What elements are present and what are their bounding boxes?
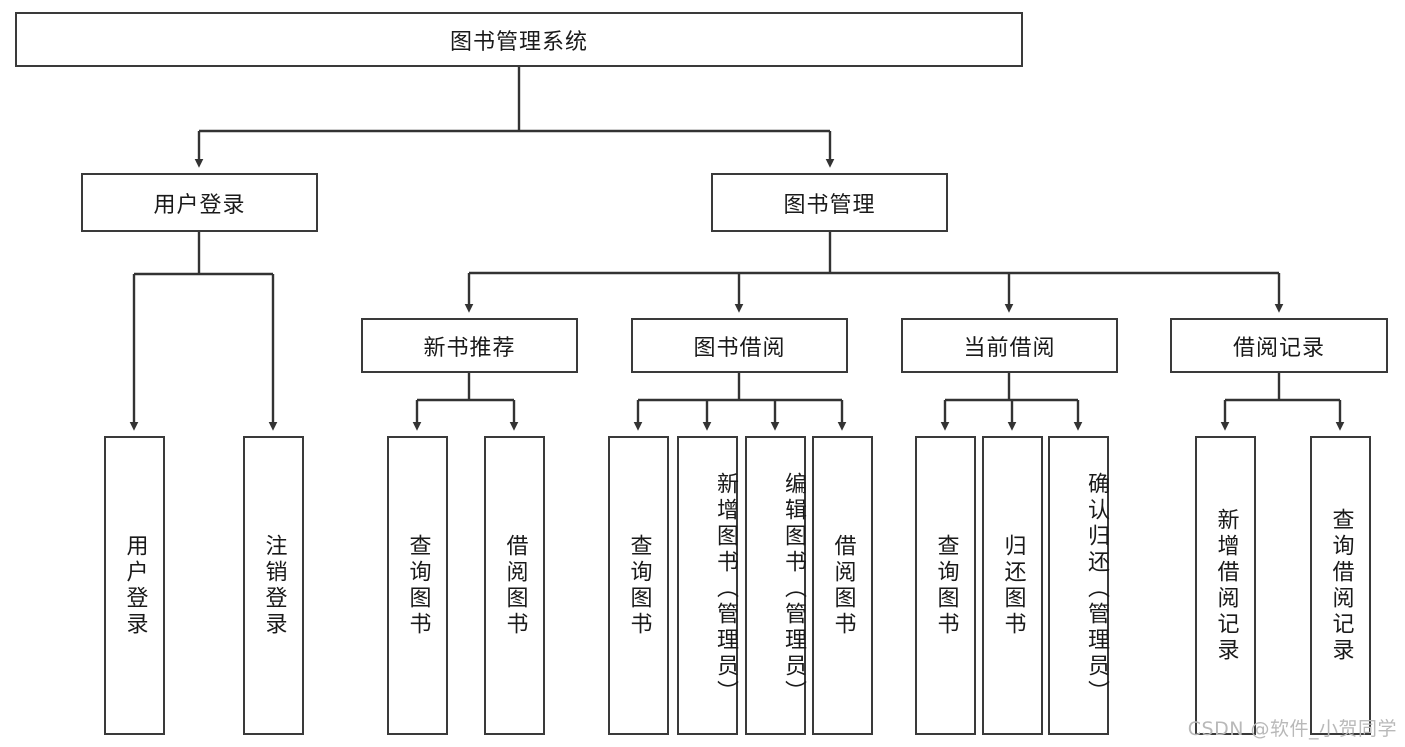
node-user-login-label: 用户登录 [153,192,246,218]
leaf-query-record[interactable]: 查询借阅记录 [1310,436,1371,735]
leaf-user-logout[interactable]: 注销登录 [243,436,304,735]
leaf-query-book-3[interactable]: 查询图书 [915,436,976,735]
leaf-add-book[interactable]: 新增图书（管理员） [677,436,738,735]
node-root-label: 图书管理系统 [449,29,588,55]
node-current-borrow[interactable]: 当前借阅 [901,318,1118,373]
leaf-borrow-book-2[interactable]: 借阅图书 [812,436,873,735]
leaf-query-book-2[interactable]: 查询图书 [608,436,669,735]
leaf-edit-book-label: 编辑图书（管理员） [781,471,806,706]
leaf-query-book-1[interactable]: 查询图书 [387,436,448,735]
leaf-query-book-1-label: 查询图书 [405,533,431,638]
leaf-borrow-book-1[interactable]: 借阅图书 [484,436,545,735]
leaf-return-book-label: 归还图书 [1000,533,1026,638]
leaf-confirm-return[interactable]: 确认归还（管理员） [1048,436,1109,735]
leaf-edit-book[interactable]: 编辑图书（管理员） [745,436,806,735]
leaf-add-book-label: 新增图书（管理员） [713,471,738,706]
node-user-login[interactable]: 用户登录 [81,173,318,232]
leaf-user-login[interactable]: 用户登录 [104,436,165,735]
node-book-borrow-label: 图书借阅 [693,335,786,361]
leaf-return-book[interactable]: 归还图书 [982,436,1043,735]
node-book-manage[interactable]: 图书管理 [711,173,948,232]
leaf-borrow-book-2-label: 借阅图书 [830,533,856,638]
leaf-add-record-label: 新增借阅记录 [1213,507,1239,664]
leaf-query-book-2-label: 查询图书 [626,533,652,638]
leaf-query-record-label: 查询借阅记录 [1328,507,1354,664]
node-book-manage-label: 图书管理 [783,192,876,218]
leaf-query-book-3-label: 查询图书 [933,533,959,638]
node-book-borrow[interactable]: 图书借阅 [631,318,848,373]
leaf-user-logout-label: 注销登录 [261,533,287,638]
leaf-user-login-label: 用户登录 [122,533,148,638]
node-borrow-record-label: 借阅记录 [1232,335,1325,361]
leaf-borrow-book-1-label: 借阅图书 [502,533,528,638]
leaf-confirm-return-label: 确认归还（管理员） [1084,471,1109,706]
node-new-book-rec-label: 新书推荐 [423,335,516,361]
node-new-book-rec[interactable]: 新书推荐 [361,318,578,373]
node-borrow-record[interactable]: 借阅记录 [1170,318,1388,373]
node-root[interactable]: 图书管理系统 [15,12,1023,67]
leaf-add-record[interactable]: 新增借阅记录 [1195,436,1256,735]
node-current-borrow-label: 当前借阅 [963,335,1056,361]
